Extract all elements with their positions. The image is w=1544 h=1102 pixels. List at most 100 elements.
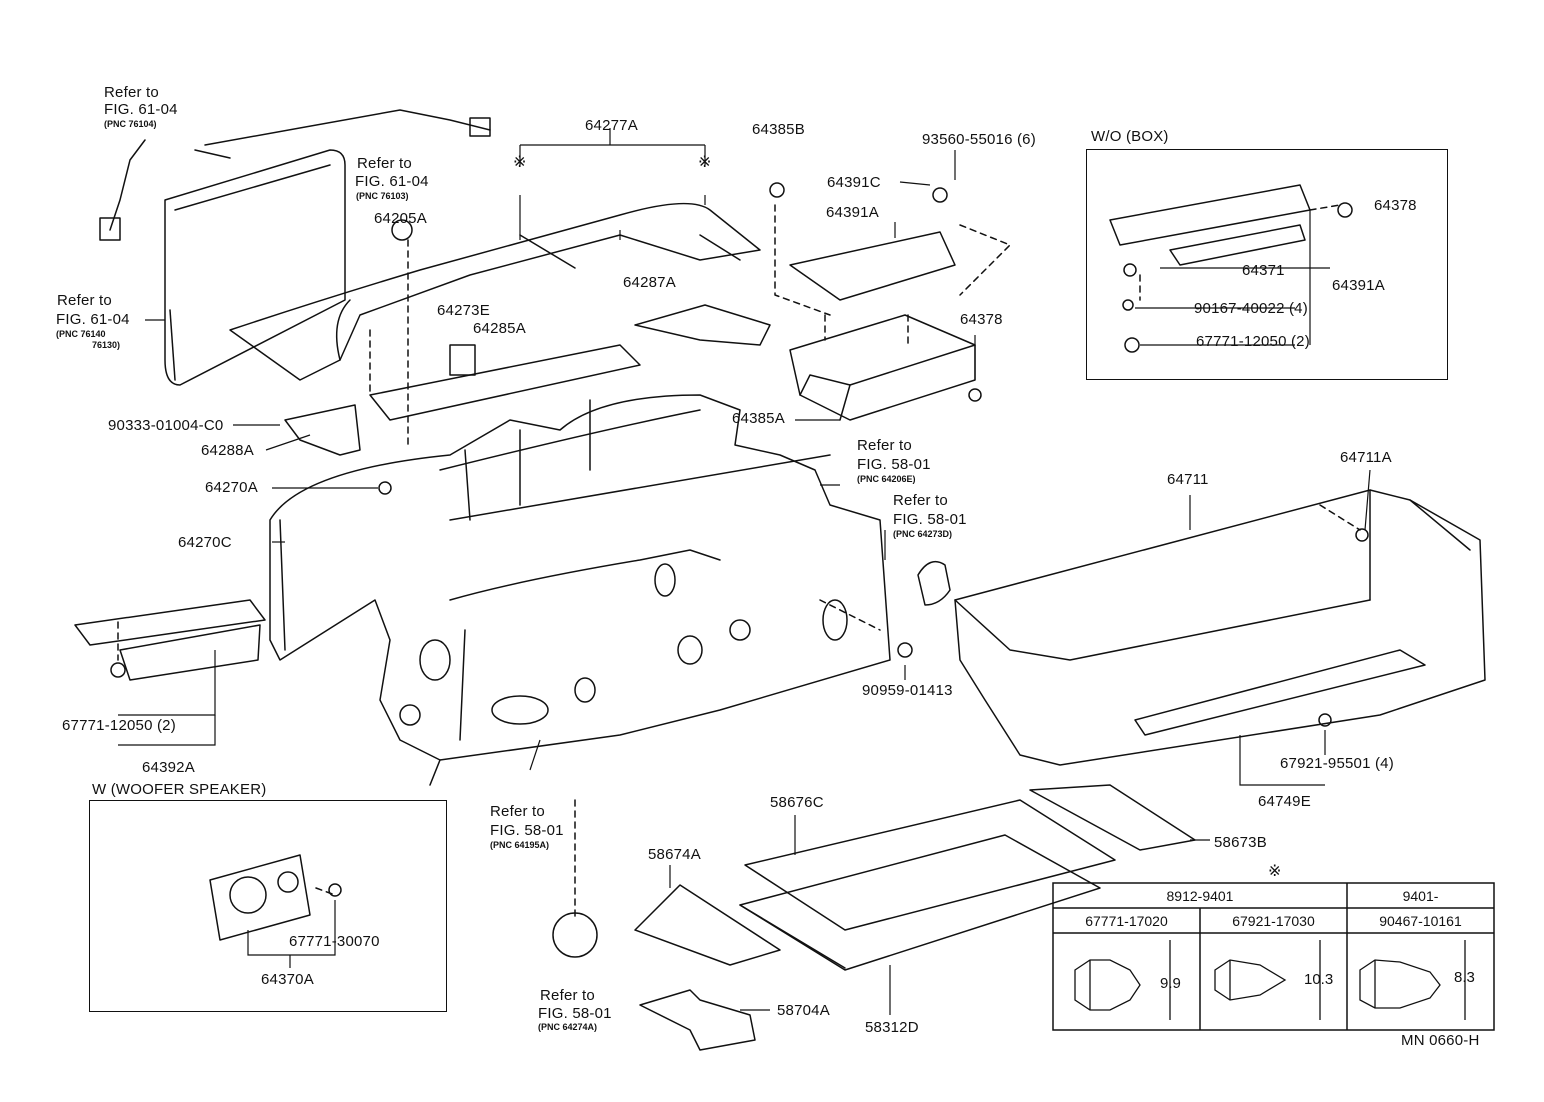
mat-58673B	[1029, 784, 1196, 851]
fastener-67921	[1318, 713, 1332, 727]
part-67921-95501[interactable]: 67921-95501 (4)	[1280, 755, 1394, 772]
clip-drawings	[1074, 940, 1466, 1020]
fig-ref-f[interactable]: FIG. 58-01	[490, 822, 564, 839]
shelf-64392A	[74, 599, 266, 681]
part-64287A[interactable]: 64287A	[623, 274, 676, 291]
fastener-64378	[968, 388, 982, 402]
woofer-part-64370A[interactable]: 64370A	[261, 971, 314, 988]
fig-ref-c[interactable]: FIG. 61-04	[56, 311, 130, 328]
clip-table-frame	[1052, 882, 1495, 1031]
part-93560-55016[interactable]: 93560-55016 (6)	[922, 131, 1036, 148]
part-64711A[interactable]: 64711A	[1340, 449, 1392, 466]
refer-label-g: Refer to	[540, 987, 595, 1004]
table-dim-2: 10.3	[1304, 971, 1334, 988]
trunk-liner-64711	[954, 489, 1486, 766]
mat-58674A	[634, 884, 781, 966]
wo-box-inset	[1086, 149, 1448, 380]
fastener-90959	[897, 642, 913, 658]
part-64391A[interactable]: 64391A	[826, 204, 879, 221]
pad-64288A	[284, 404, 361, 456]
bracket-58704A	[639, 989, 756, 1051]
pnc-e: (PNC 64273D)	[893, 529, 953, 539]
pnc-c1: (PNC 76140	[56, 329, 106, 339]
table-header-date-1: 8912-9401	[1166, 888, 1234, 904]
woofer-speaker	[209, 854, 342, 941]
fig-ref-e[interactable]: FIG. 58-01	[893, 511, 967, 528]
part-64270A[interactable]: 64270A	[205, 479, 258, 496]
fig-ref-b[interactable]: FIG. 61-04	[355, 173, 429, 190]
pnc-b: (PNC 76103)	[356, 191, 409, 201]
part-58673B[interactable]: 58673B	[1214, 834, 1267, 851]
table-dim-3: 8.3	[1454, 969, 1475, 986]
table-dim-1: 9.9	[1160, 975, 1181, 992]
woofer-part-67771-30070[interactable]: 67771-30070	[289, 933, 380, 950]
upper-trim-64277A	[229, 202, 761, 381]
table-header-date-2: 9401-	[1402, 888, 1439, 904]
refer-label-a: Refer to	[104, 84, 159, 101]
part-67771-12050-left[interactable]: 67771-12050 (2)	[62, 717, 176, 734]
table-part-1[interactable]: 67771-17020	[1085, 913, 1168, 929]
woofer-inset	[89, 800, 447, 1012]
wo-part-67771-12050[interactable]: 67771-12050 (2)	[1196, 333, 1310, 350]
pnc-g: (PNC 64274A)	[538, 1022, 598, 1032]
part-90959-01413[interactable]: 90959-01413	[862, 682, 953, 699]
part-64711[interactable]: 64711	[1167, 471, 1209, 488]
pnc-a: (PNC 76104)	[104, 119, 157, 129]
fastener-64205A	[391, 219, 413, 241]
asterisk-mark-right: ※	[698, 154, 712, 171]
asterisk-mark-left: ※	[513, 154, 527, 171]
strip-64285A	[369, 344, 641, 421]
part-64385B[interactable]: 64385B	[752, 121, 805, 138]
part-58312D[interactable]: 58312D	[865, 1019, 919, 1036]
wo-part-64371[interactable]: 64371	[1242, 262, 1285, 279]
wo-part-64378[interactable]: 64378	[1374, 197, 1417, 214]
fastener-64711A	[1355, 528, 1369, 542]
wo-part-90167-40022[interactable]: 90167-40022 (4)	[1194, 300, 1308, 317]
dash-insulator-64270C	[269, 394, 891, 786]
refer-label-e: Refer to	[893, 492, 948, 509]
diagram-id: MN 0660-H	[1401, 1032, 1480, 1049]
woofer-title: W (WOOFER SPEAKER)	[92, 781, 267, 798]
part-58676C[interactable]: 58676C	[770, 794, 824, 811]
fastener-64391C	[932, 187, 948, 203]
part-64288A[interactable]: 64288A	[201, 442, 254, 459]
pnc-c2: 76130)	[92, 340, 121, 350]
refer-label-b: Refer to	[357, 155, 412, 172]
fastener-67771-left	[110, 662, 126, 678]
dashed-leaders	[117, 204, 1361, 921]
fastener-64385B	[769, 182, 785, 198]
part-64270C[interactable]: 64270C	[178, 534, 232, 551]
pnc-d: (PNC 64206E)	[857, 474, 916, 484]
wo-box-title: W/O (BOX)	[1091, 128, 1169, 145]
table-part-3[interactable]: 90467-10161	[1379, 913, 1462, 929]
mat-58312D	[739, 904, 846, 969]
table-part-2[interactable]: 67921-17030	[1232, 913, 1315, 929]
refer-label-f: Refer to	[490, 803, 545, 820]
mat-58676C	[739, 799, 1116, 971]
fig-ref-g[interactable]: FIG. 58-01	[538, 1005, 612, 1022]
wire-harness	[99, 109, 491, 241]
part-64391C[interactable]: 64391C	[827, 174, 881, 191]
pad-64287A	[634, 304, 771, 346]
wo-part-64391A[interactable]: 64391A	[1332, 277, 1385, 294]
part-64392A[interactable]: 64392A	[142, 759, 195, 776]
part-64285A[interactable]: 64285A	[473, 320, 526, 337]
part-58674A[interactable]: 58674A	[648, 846, 701, 863]
part-58704A[interactable]: 58704A	[777, 1002, 830, 1019]
fig-ref-d[interactable]: FIG. 58-01	[857, 456, 931, 473]
refer-label-d: Refer to	[857, 437, 912, 454]
part-64273E[interactable]: 64273E	[437, 302, 490, 319]
part-64385A[interactable]: 64385A	[732, 410, 785, 427]
part-64749E[interactable]: 64749E	[1258, 793, 1311, 810]
fastener-64270A	[378, 481, 392, 495]
part-90333-01004[interactable]: 90333-01004-C0	[108, 417, 224, 434]
refer-label-c: Refer to	[57, 292, 112, 309]
table-asterisk: ※	[1268, 863, 1282, 880]
fig-ref-a[interactable]: FIG. 61-04	[104, 101, 178, 118]
part-64378[interactable]: 64378	[960, 311, 1003, 328]
tray-box	[789, 231, 976, 421]
part-64277A[interactable]: 64277A	[585, 117, 638, 134]
plug-64274A	[552, 912, 598, 958]
part-64205A[interactable]: 64205A	[374, 210, 427, 227]
